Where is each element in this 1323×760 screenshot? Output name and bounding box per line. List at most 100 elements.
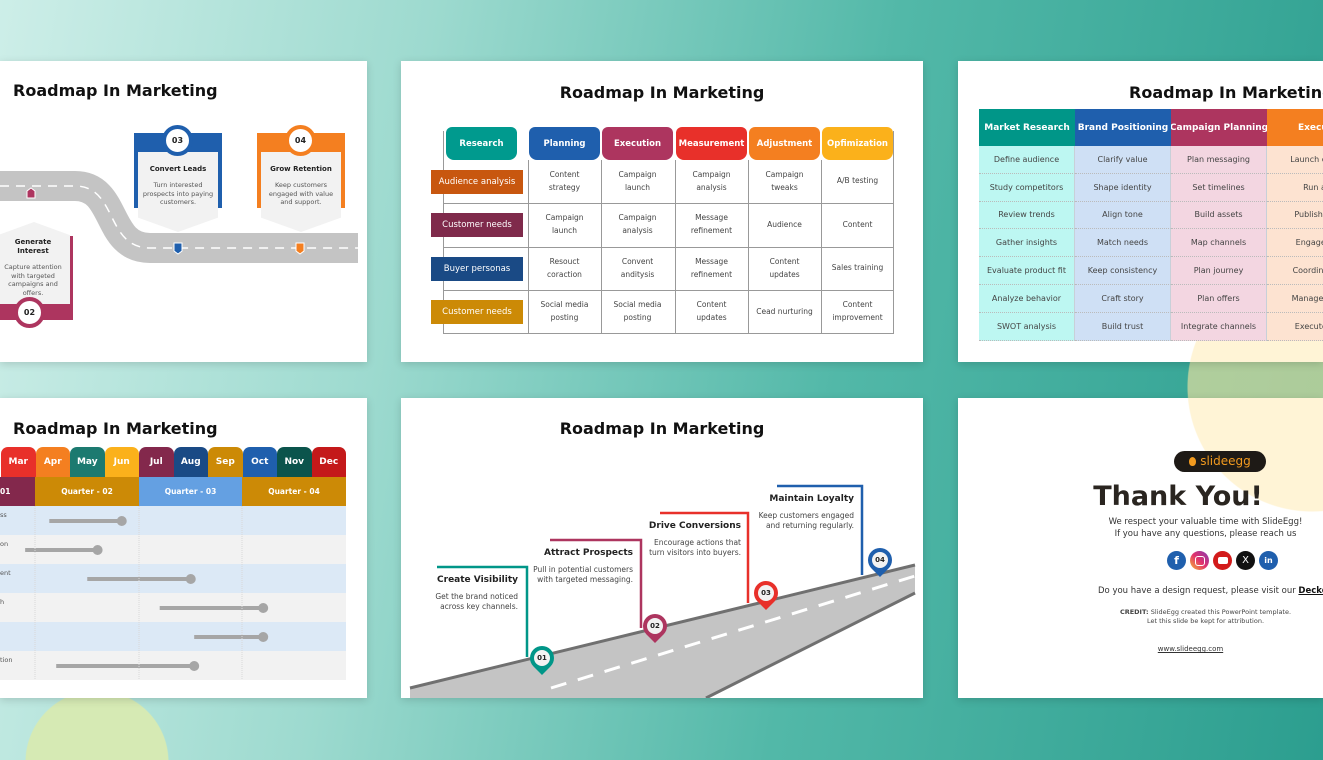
column-header: Research [446, 127, 517, 160]
table-cell: Audience [767, 219, 802, 229]
grid-line [443, 203, 894, 204]
table-cell: Sales training [831, 263, 884, 273]
column-header: Campaign Planning [1171, 109, 1267, 146]
step-text: Pull in potential customers with targete… [533, 565, 633, 585]
table-cell: Content [842, 219, 873, 229]
thank-you-heading: Thank You! [1093, 481, 1263, 512]
table-cell: Execute a [1267, 312, 1323, 341]
step-heading: Generate Interest [14, 238, 52, 256]
column-header: Measurement [676, 127, 747, 160]
table-cell: Publish co [1267, 201, 1323, 230]
table-cell: Run a [1267, 173, 1323, 202]
table-cell: Review trends [979, 201, 1075, 230]
step-number: 02 [14, 297, 45, 328]
slide-thumbnail-1[interactable]: Roadmap In Marketing 02 Generate Interes… [0, 61, 367, 362]
instagram-icon[interactable] [1190, 551, 1209, 570]
gantt-bar-end [185, 574, 196, 584]
slide-title: Roadmap In Marketing [13, 419, 218, 438]
table-cell: Define audience [979, 146, 1075, 174]
x-icon[interactable]: X [1236, 551, 1255, 570]
table-cell: Message refinement [690, 213, 733, 235]
step-number: 01 [534, 650, 550, 666]
table-cell: Plan messaging [1171, 146, 1267, 174]
table-cell: Cead nurturing [756, 306, 813, 316]
deckez-link[interactable]: Deckez [1298, 586, 1323, 596]
step-text: Turn interested prospects into paying cu… [142, 181, 214, 206]
quarter-header: Quarter - 03 [139, 477, 242, 506]
table-cell: Message refinement [690, 256, 733, 279]
step-text: Capture attention with targeted campaign… [4, 263, 62, 297]
table-cell: Content updates [696, 300, 727, 322]
step-text: Encourage actions that turn visitors int… [649, 538, 741, 558]
table-cell: Plan journey [1171, 257, 1267, 285]
gantt-bar-end [92, 545, 103, 555]
table-cell: Keep consistency [1075, 257, 1171, 285]
table-cell: A/B testing [836, 176, 879, 186]
youtube-icon[interactable] [1213, 551, 1232, 570]
month-header: Nov [277, 447, 312, 477]
egg-icon [1189, 457, 1197, 466]
table-cell: Match needs [1075, 229, 1171, 258]
step-text: Keep customers engaged and returning reg… [758, 511, 854, 531]
month-header: Apr [35, 447, 70, 477]
table-cell: SWOT analysis [979, 312, 1075, 341]
slide-title: Roadmap In Marketing [13, 81, 218, 100]
month-header: Jun [104, 447, 139, 477]
table-cell: Study competitors [979, 173, 1075, 202]
linkedin-icon[interactable]: in [1259, 551, 1278, 570]
table-cell: Plan offers [1171, 285, 1267, 313]
table-cell: Campaign launch [545, 213, 584, 235]
design-request-text: Do you have a design request, please vis… [1098, 586, 1323, 596]
step-heading: Drive Conversions [648, 521, 741, 531]
slide-thumbnail-6[interactable]: slideegg Thank You! We respect your valu… [958, 398, 1323, 698]
table-cell: Content improvement [832, 300, 883, 322]
column-header: Execut [1267, 109, 1323, 146]
table-cell: Craft story [1075, 285, 1171, 313]
month-header: Jul [139, 447, 174, 477]
table-cell: Manage wo [1267, 285, 1323, 313]
column-header: Planning [529, 127, 600, 160]
column-header: Opfimization [822, 127, 893, 160]
table-cell: Integrate channels [1171, 312, 1267, 341]
step-heading: Convert Leads [149, 165, 207, 173]
row-label: Customer needs [431, 300, 523, 324]
column-header: Market Research [979, 109, 1075, 146]
table-cell: Set timelines [1171, 173, 1267, 202]
column-header: Brand Positioning [1075, 109, 1171, 146]
table-cell: Social media posting [613, 300, 662, 322]
table-cell: Build trust [1075, 312, 1171, 341]
website-link[interactable]: www.slideegg.com [1157, 645, 1224, 653]
slide-title: Roadmap In Marketing [559, 83, 765, 102]
table-cell: Campaign analysis [618, 213, 657, 235]
month-header: May [70, 447, 105, 477]
table-cell: Coordinate [1267, 257, 1323, 285]
month-header: Oct [242, 447, 277, 477]
slide-title: Roadmap In Marketing [1129, 83, 1323, 102]
row-label: Customer needs [431, 213, 523, 237]
table-cell: Gather insights [979, 229, 1075, 258]
table-cell: Engage u [1267, 229, 1323, 258]
quarter-header: Quarter - 02 [35, 477, 139, 506]
step-number: 03 [162, 125, 193, 156]
step-number: 02 [647, 618, 663, 634]
gantt-bar-end [189, 661, 200, 671]
table-cell: Social media posting [540, 300, 589, 322]
facebook-icon[interactable]: f [1167, 551, 1186, 570]
table-cell: Analyze behavior [979, 285, 1075, 313]
month-header: Mar [1, 447, 36, 477]
respect-text: We respect your valuable time with Slide… [1108, 517, 1303, 527]
table-cell: Shape identity [1075, 173, 1171, 202]
credit-text: CREDIT: SlideEgg created this PowerPoint… [1119, 608, 1292, 626]
table-cell: Clarify value [1075, 146, 1171, 174]
questions-text: If you have any questions, please reach … [1114, 529, 1297, 539]
slideegg-logo: slideegg [1174, 451, 1266, 472]
quarter-header: Quarter - 04 [242, 477, 346, 506]
quarter-header: 01 [0, 477, 35, 506]
gantt-bar-end [116, 516, 127, 526]
